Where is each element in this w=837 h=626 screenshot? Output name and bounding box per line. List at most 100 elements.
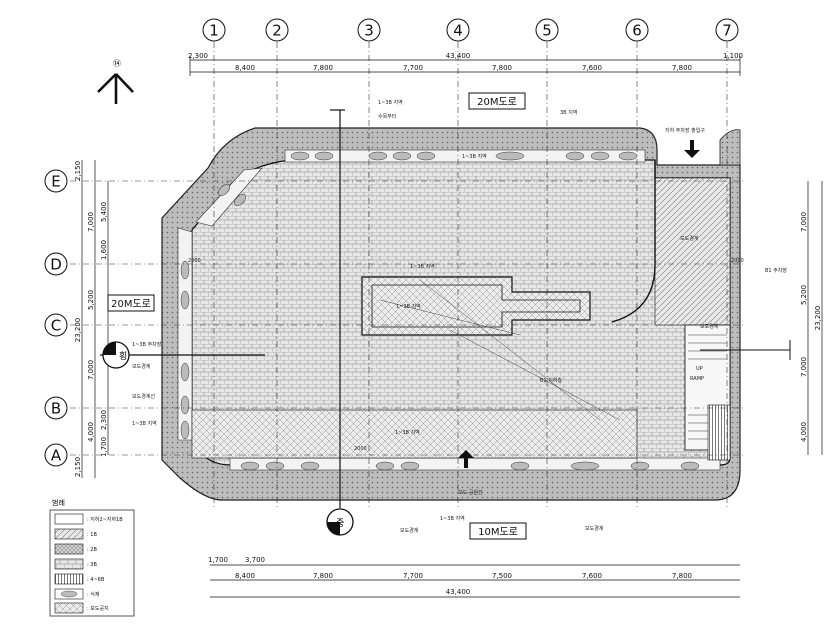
- shrubs-west: [180, 184, 246, 440]
- legend-title: 범례: [52, 498, 65, 507]
- top-overall-dim: 43,400: [446, 52, 471, 60]
- callout-24: 보도경계: [400, 527, 419, 534]
- grid-col-3: 3: [364, 22, 374, 40]
- callout-20: 보도 공원선: [458, 489, 483, 496]
- callout-12: 1~3B 주차장: [132, 341, 162, 348]
- legend-item-6: : 보도공지: [87, 605, 109, 612]
- section-south-label: 중: [336, 518, 344, 529]
- top-left-offset: 2,300: [188, 52, 208, 60]
- section-west-label: 횡: [119, 350, 127, 362]
- callout-5: 1~3B 지역: [462, 153, 487, 160]
- bottom-dimension-lines: [210, 564, 740, 598]
- top-dimension-lines: [190, 59, 740, 73]
- section-marker-south: 중: [326, 109, 354, 536]
- left-sub-3: 2,300: [100, 410, 108, 430]
- grid-row-bubbles: E D C B A: [44, 169, 68, 467]
- bottom-small-1: 1,700: [208, 556, 228, 564]
- grid-row-A: A: [51, 447, 62, 465]
- structural-diagonals: [379, 279, 621, 421]
- callout-21: 2000: [354, 446, 367, 452]
- bottom-span-6: 7,800: [672, 572, 692, 580]
- road-label-west-box: [107, 294, 155, 312]
- road-label-north-box: [468, 92, 526, 110]
- road-label-south: 10M도로: [478, 527, 518, 538]
- entry-arrow-south-icon: [458, 450, 474, 468]
- legend-swatch-6: [54, 602, 84, 614]
- callout-13: 보도경계: [132, 363, 151, 370]
- top-span-1: 8,400: [235, 64, 255, 72]
- callout-17: B1 지하층: [540, 377, 562, 384]
- bottom-small-2: 3,700: [245, 556, 265, 564]
- legend-swatch-4: [54, 573, 84, 585]
- right-overall-dim: 23,200: [814, 306, 822, 331]
- callout-3: 지하 주차장 출입구: [665, 127, 705, 134]
- callout-11: RAMP: [690, 376, 704, 382]
- grid-row-B: B: [51, 400, 61, 418]
- top-right-offset: 1,100: [723, 52, 743, 60]
- left-sub-1: 5,400: [100, 202, 108, 222]
- grid-col-2: 2: [272, 22, 282, 40]
- left-sub-2: 1,600: [100, 240, 108, 260]
- legend-item-1: : 1B: [87, 532, 97, 538]
- legend-item-0: : 지하2~지하1B: [87, 516, 123, 523]
- left-sub-4: 1,700: [100, 437, 108, 457]
- callout-6: 보도경계: [680, 235, 699, 242]
- top-span-6: 7,800: [672, 64, 692, 72]
- central-void-inner: [371, 284, 581, 328]
- callout-15: 보도경계선: [132, 393, 155, 400]
- bottom-span-3: 7,700: [403, 572, 423, 580]
- grid-row-C: C: [51, 317, 61, 335]
- road-label-north: 20M도로: [477, 97, 517, 108]
- grid-col-6: 6: [632, 22, 642, 40]
- shrubs-south: [240, 461, 700, 471]
- callout-19: 1~3B 지역: [395, 429, 420, 436]
- right-span-3: 7,000: [800, 357, 808, 377]
- north-arrow-label: ⑭: [113, 59, 121, 68]
- top-span-4: 7,800: [492, 64, 512, 72]
- legend-item-4: : 4~6B: [87, 577, 105, 583]
- callout-8: 1~3B 지역: [410, 263, 435, 270]
- callout-4: 3B 지역: [560, 109, 577, 116]
- top-span-3: 7,700: [403, 64, 423, 72]
- road-label-south-box: [469, 522, 527, 540]
- legend-swatch-1: [54, 528, 84, 540]
- top-dimension-ticks: [189, 56, 741, 76]
- legend-swatch-2: [54, 543, 84, 555]
- callout-25: 보도경계: [700, 323, 719, 330]
- grid-row-D: D: [50, 256, 62, 274]
- entry-arrow-north-icon: [684, 140, 700, 158]
- hatch-area-east: [654, 177, 731, 326]
- service-box: [707, 404, 731, 461]
- callout-18: UP: [696, 366, 703, 372]
- legend-swatch-0: [54, 513, 84, 525]
- hatch-area-south: [191, 409, 638, 459]
- left-overall-dim: 23,200: [74, 318, 82, 343]
- grid-col-7: 7: [722, 22, 732, 40]
- grid-row-E: E: [51, 173, 60, 191]
- central-void: [361, 276, 591, 336]
- grid-lines: [70, 42, 745, 510]
- top-span-5: 7,600: [582, 64, 602, 72]
- callout-22: 보도경계: [585, 525, 604, 532]
- ramp-curve: [611, 160, 656, 323]
- legend-item-3: : 3B: [87, 562, 97, 568]
- right-dimension-lines: [807, 181, 823, 455]
- shrubs-north: [290, 151, 638, 161]
- left-top-offset: 2,150: [74, 161, 82, 181]
- callout-2: 수목부터: [378, 113, 396, 120]
- left-bottom-offset: 2,150: [74, 457, 82, 477]
- section-marker-west: 횡: [100, 341, 265, 369]
- legend-item-2: : 2B: [87, 547, 97, 553]
- left-span-4: 4,000: [87, 422, 95, 442]
- bottom-span-2: 7,800: [313, 572, 333, 580]
- road-label-west: 20M도로: [111, 299, 151, 310]
- callout-16: 2000: [731, 258, 744, 264]
- callout-1: 1~3B 지역: [378, 99, 403, 106]
- callout-23: 1~3B 지역: [440, 515, 465, 522]
- left-span-3: 7,000: [87, 360, 95, 380]
- right-span-1: 7,000: [800, 212, 808, 232]
- corner-notch: [719, 129, 741, 166]
- bottom-span-4: 7,500: [492, 572, 512, 580]
- right-span-2: 5,200: [800, 285, 808, 305]
- legend-item-5: : 식재: [87, 591, 100, 598]
